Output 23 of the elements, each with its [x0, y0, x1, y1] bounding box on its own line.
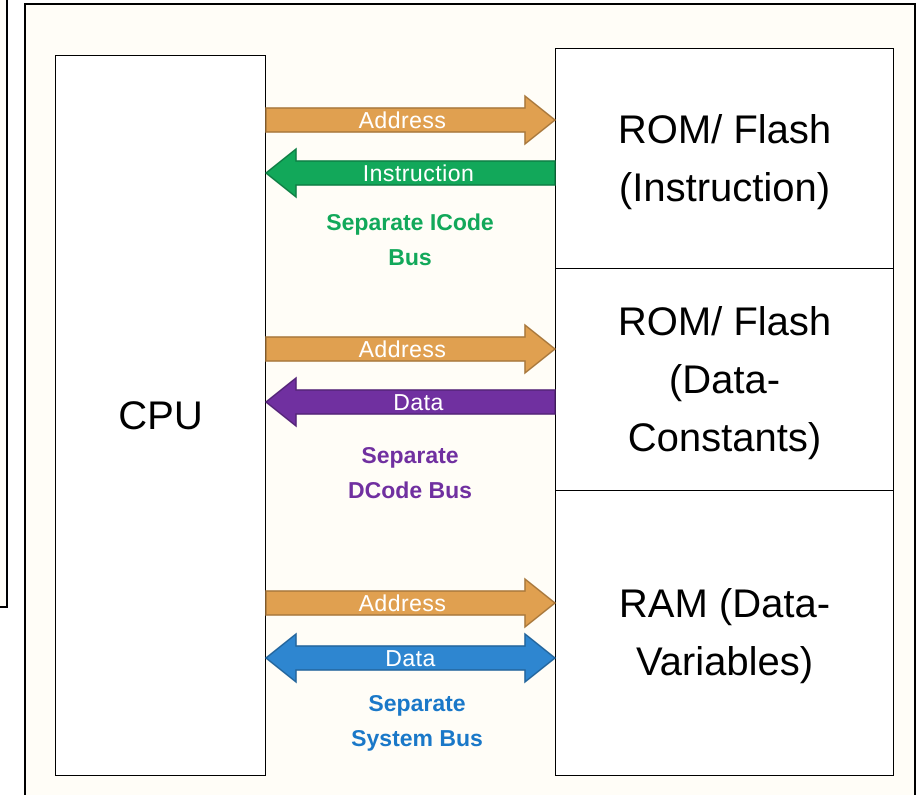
edge-label: Address — [358, 107, 446, 133]
memory-box — [555, 48, 894, 269]
block-arrow — [265, 94, 556, 146]
bus-caption: Separate ICode Bus — [325, 208, 495, 272]
edge-label: Data — [393, 389, 444, 415]
memory-box — [555, 268, 894, 491]
block-arrow — [265, 577, 556, 629]
bus-caption: Separate DCode Bus — [347, 441, 473, 505]
processor-box — [55, 55, 266, 776]
memory-box — [555, 490, 894, 776]
edge-label: Instruction — [362, 160, 474, 186]
block-arrow — [265, 323, 556, 375]
block-arrow — [264, 376, 556, 428]
node-label: CPU — [117, 392, 204, 440]
edge-label: Address — [358, 590, 446, 616]
node-label: ROM/ Flash (Instruction) — [616, 106, 832, 212]
node-label: ROM/ Flash (Data- Constants) — [616, 298, 832, 462]
edge-label: Data — [385, 645, 436, 671]
node-label: RAM (Data- Variables) — [618, 581, 832, 686]
bus-caption: Separate System Bus — [350, 689, 484, 753]
block-arrow — [264, 632, 556, 684]
block-arrow — [264, 147, 556, 199]
edge-label: Address — [358, 336, 446, 362]
